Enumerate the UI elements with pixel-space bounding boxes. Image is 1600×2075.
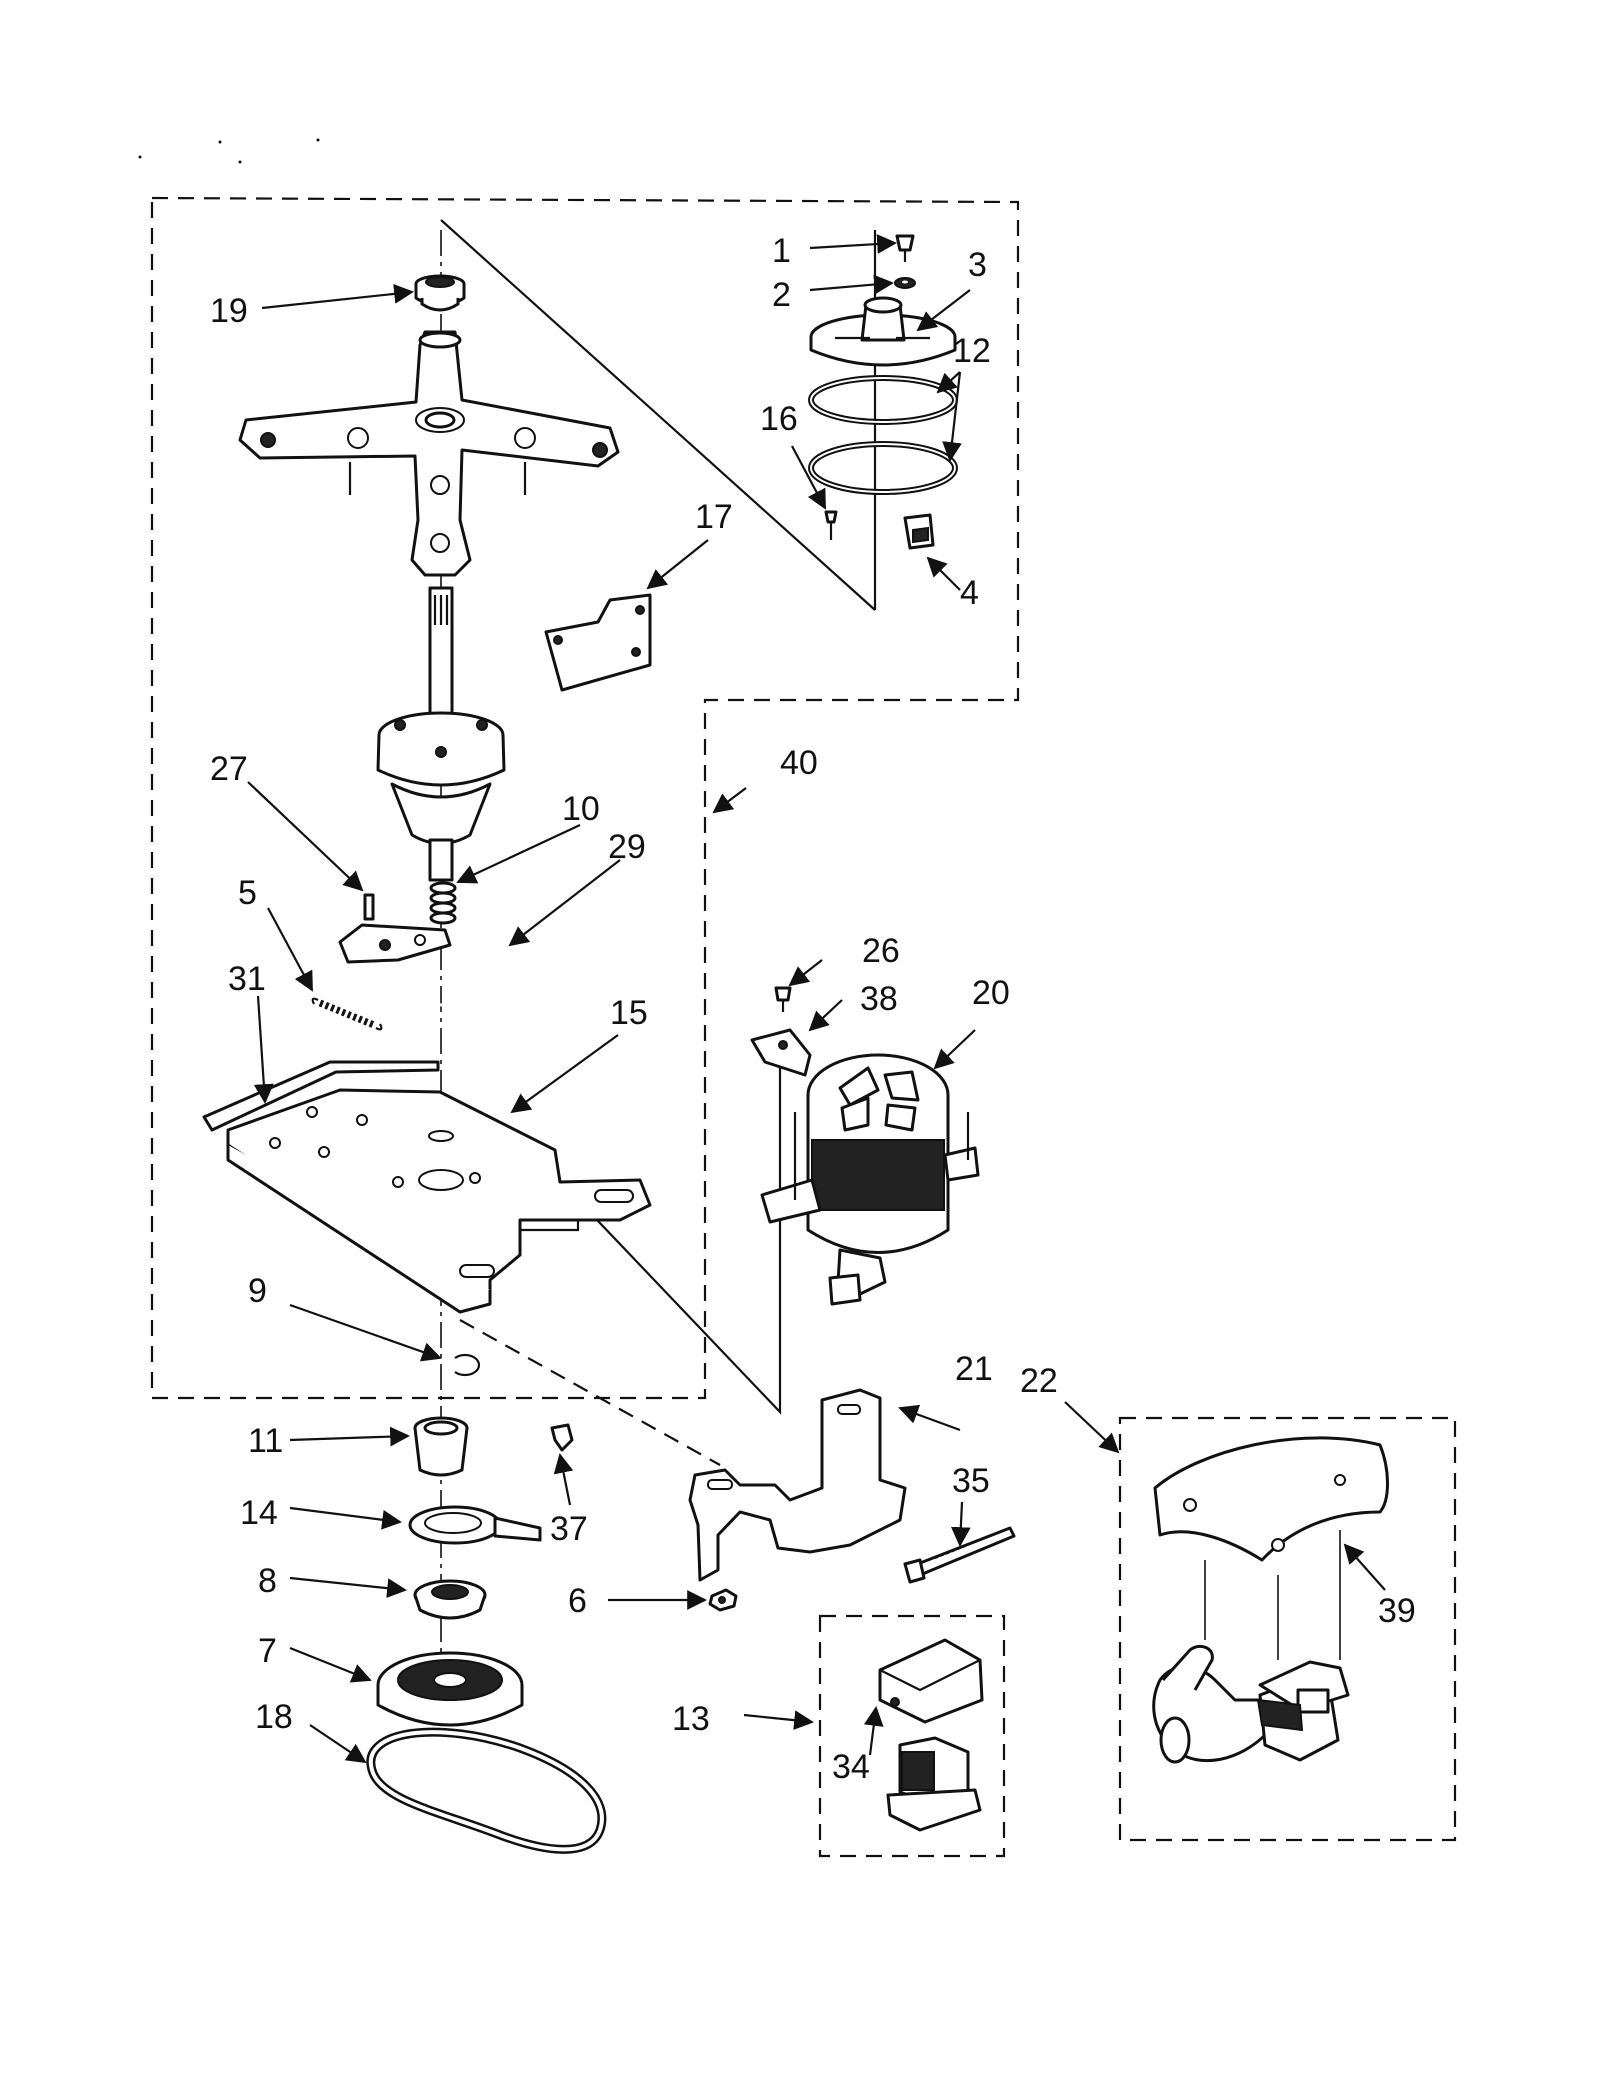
callout-labels: 1 2 3 12 16 4 19 17 40 27 10 29 5 31 15 … xyxy=(210,232,1416,1786)
callout-2: 2 xyxy=(772,276,791,314)
part-18-belt xyxy=(366,1727,607,1854)
callout-5: 5 xyxy=(238,874,257,912)
callout-18: 18 xyxy=(255,1698,293,1736)
part-17-shield xyxy=(544,593,652,692)
pump-guide-lines xyxy=(1204,1530,1341,1660)
part-10-spring xyxy=(429,881,457,925)
callout-29: 29 xyxy=(608,828,646,866)
part-2-washer xyxy=(894,277,916,289)
part-1-screw xyxy=(895,234,915,262)
callout-19: 19 xyxy=(210,292,248,330)
part-5-brake-lever xyxy=(338,923,452,964)
part-19-cap xyxy=(414,274,466,312)
callout-22: 22 xyxy=(1020,1362,1058,1400)
part-11-bearing xyxy=(413,1416,469,1477)
transmission xyxy=(376,586,506,882)
part-39-pump-cover xyxy=(1153,1436,1389,1562)
callout-8: 8 xyxy=(258,1562,277,1600)
part-16-screw xyxy=(824,510,838,540)
pump-assembly-outline xyxy=(1118,1416,1457,1842)
callout-7: 7 xyxy=(258,1632,277,1670)
callout-10: 10 xyxy=(562,790,600,828)
callout-37: 37 xyxy=(550,1510,588,1548)
part-35-tie-strap xyxy=(903,1526,1016,1584)
callout-20: 20 xyxy=(972,974,1010,1012)
part-21-motor-mount xyxy=(688,1388,907,1582)
part-38-bracket xyxy=(750,1028,812,1077)
main-assembly-outline xyxy=(150,196,1020,1400)
part-6-nut xyxy=(708,1588,738,1612)
pump xyxy=(1152,1644,1350,1764)
scan-specks xyxy=(138,138,320,164)
part-12-rings xyxy=(808,375,958,495)
part-4-clip xyxy=(903,513,935,550)
callout-12: 12 xyxy=(953,332,991,370)
callout-35: 35 xyxy=(952,1462,990,1500)
relay-assembly-outline xyxy=(818,1614,1006,1858)
part-9-clip xyxy=(454,1353,481,1377)
callout-26: 26 xyxy=(862,932,900,970)
callout-17: 17 xyxy=(695,498,733,536)
part-7-pulley xyxy=(376,1651,524,1727)
part-3-hub xyxy=(809,296,957,367)
callout-38: 38 xyxy=(860,980,898,1018)
callout-9: 9 xyxy=(248,1272,267,1310)
leader-arrows xyxy=(247,234,1386,1764)
callout-11: 11 xyxy=(248,1422,283,1460)
callout-16: 16 xyxy=(760,400,798,438)
callout-14: 14 xyxy=(240,1494,278,1532)
part-8-bushing xyxy=(413,1579,487,1620)
part-37-clip xyxy=(550,1423,574,1452)
callout-6: 6 xyxy=(568,1582,587,1620)
part-31-spring xyxy=(311,997,383,1031)
callout-4: 4 xyxy=(960,574,979,612)
part-20-motor xyxy=(760,1053,980,1306)
callout-31: 31 xyxy=(228,960,266,998)
callout-1: 1 xyxy=(772,232,791,270)
callout-34: 34 xyxy=(832,1748,870,1786)
callout-21: 21 xyxy=(955,1350,993,1388)
callout-39: 39 xyxy=(1378,1592,1416,1630)
spider-hub xyxy=(238,330,620,577)
part-14-seal xyxy=(408,1505,542,1545)
callout-3: 3 xyxy=(968,246,987,284)
part-27-pin xyxy=(363,893,375,921)
relay xyxy=(886,1736,982,1832)
part-31-angle-bracket xyxy=(202,1060,440,1132)
callout-40: 40 xyxy=(780,744,818,782)
part-26-screw xyxy=(774,986,792,1012)
part-34-relay-cover xyxy=(878,1638,984,1724)
part-15-base-plate xyxy=(226,1088,652,1314)
callout-27: 27 xyxy=(210,750,248,788)
callout-13: 13 xyxy=(672,1700,710,1738)
callout-15: 15 xyxy=(610,994,648,1032)
assembly-guide-lines xyxy=(440,219,877,1466)
